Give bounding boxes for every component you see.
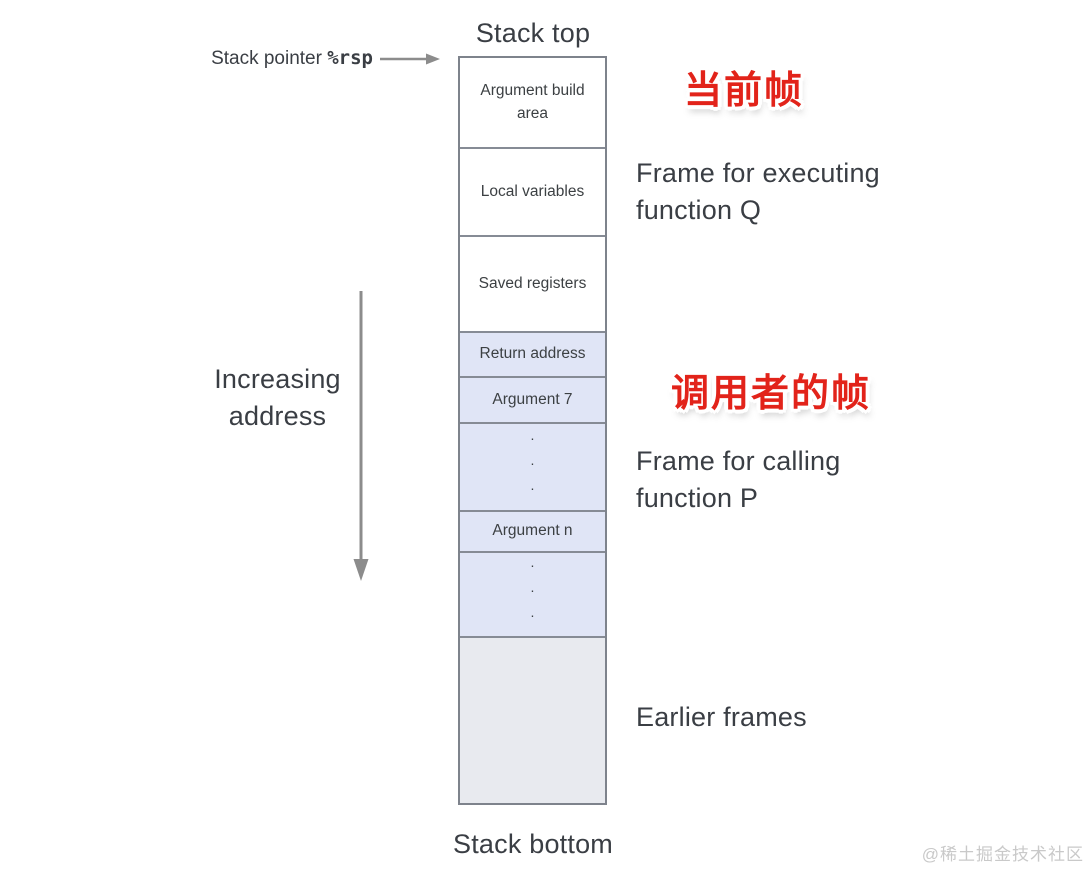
stack-bottom-label: Stack bottom [453, 829, 613, 859]
argument-build-area-label: Argument build area [480, 82, 585, 122]
stack-box-earlier-frames [460, 638, 605, 803]
caller-frame-cn-label: 调用者的帧 [671, 373, 872, 415]
frame-calling-p-label: Frame for calling function P [636, 443, 936, 517]
stack-box-return-address: Return address [460, 333, 605, 378]
stack-box-argument-build-area: Argument build area [460, 58, 605, 149]
stack-box-ellipsis-1: ··· [460, 424, 605, 512]
stack-pointer-text: Stack pointer [211, 48, 328, 69]
return-address-label: Return address [479, 345, 586, 363]
watermark: @稀土掘金技术社区 [921, 845, 1084, 864]
frame-executing-q-line2: function Q [636, 195, 762, 225]
frame-executing-q-line1: Frame for executing [636, 158, 880, 188]
vertical-dots: ··· [524, 557, 541, 632]
increasing-address-label: Increasing address [180, 361, 375, 435]
stack-box-argument-7: Argument 7 [460, 378, 605, 424]
stack-top-label: Stack top [475, 18, 591, 48]
increasing-address-line2: address [228, 401, 327, 431]
stack-pointer-label: Stack pointer %rsp [150, 47, 373, 70]
stack-box-ellipsis-2: ··· [460, 553, 605, 638]
argument-n-label: Argument n [492, 522, 573, 540]
local-variables-label: Local variables [480, 182, 585, 200]
frame-executing-q-label: Frame for executing function Q [636, 155, 936, 229]
increasing-address-arrow-icon [353, 291, 369, 581]
argument-7-label: Argument 7 [492, 390, 573, 408]
frame-calling-p-line1: Frame for calling [636, 446, 841, 476]
increasing-address-line1: Increasing [214, 364, 341, 394]
earlier-frames-label: Earlier frames [636, 702, 807, 732]
stack-box-argument-n: Argument n [460, 512, 605, 553]
vertical-dots: ··· [524, 429, 541, 505]
stack-column: Argument build area Local variables Save… [458, 56, 607, 805]
frame-calling-p-line2: function P [636, 483, 759, 513]
rsp-register-label: %rsp [327, 47, 373, 69]
stack-box-local-variables: Local variables [460, 149, 605, 237]
stack-box-saved-registers: Saved registers [460, 237, 605, 333]
saved-registers-label: Saved registers [478, 274, 587, 292]
current-frame-cn-label: 当前帧 [684, 70, 805, 112]
stack-pointer-arrow-icon [380, 53, 440, 65]
